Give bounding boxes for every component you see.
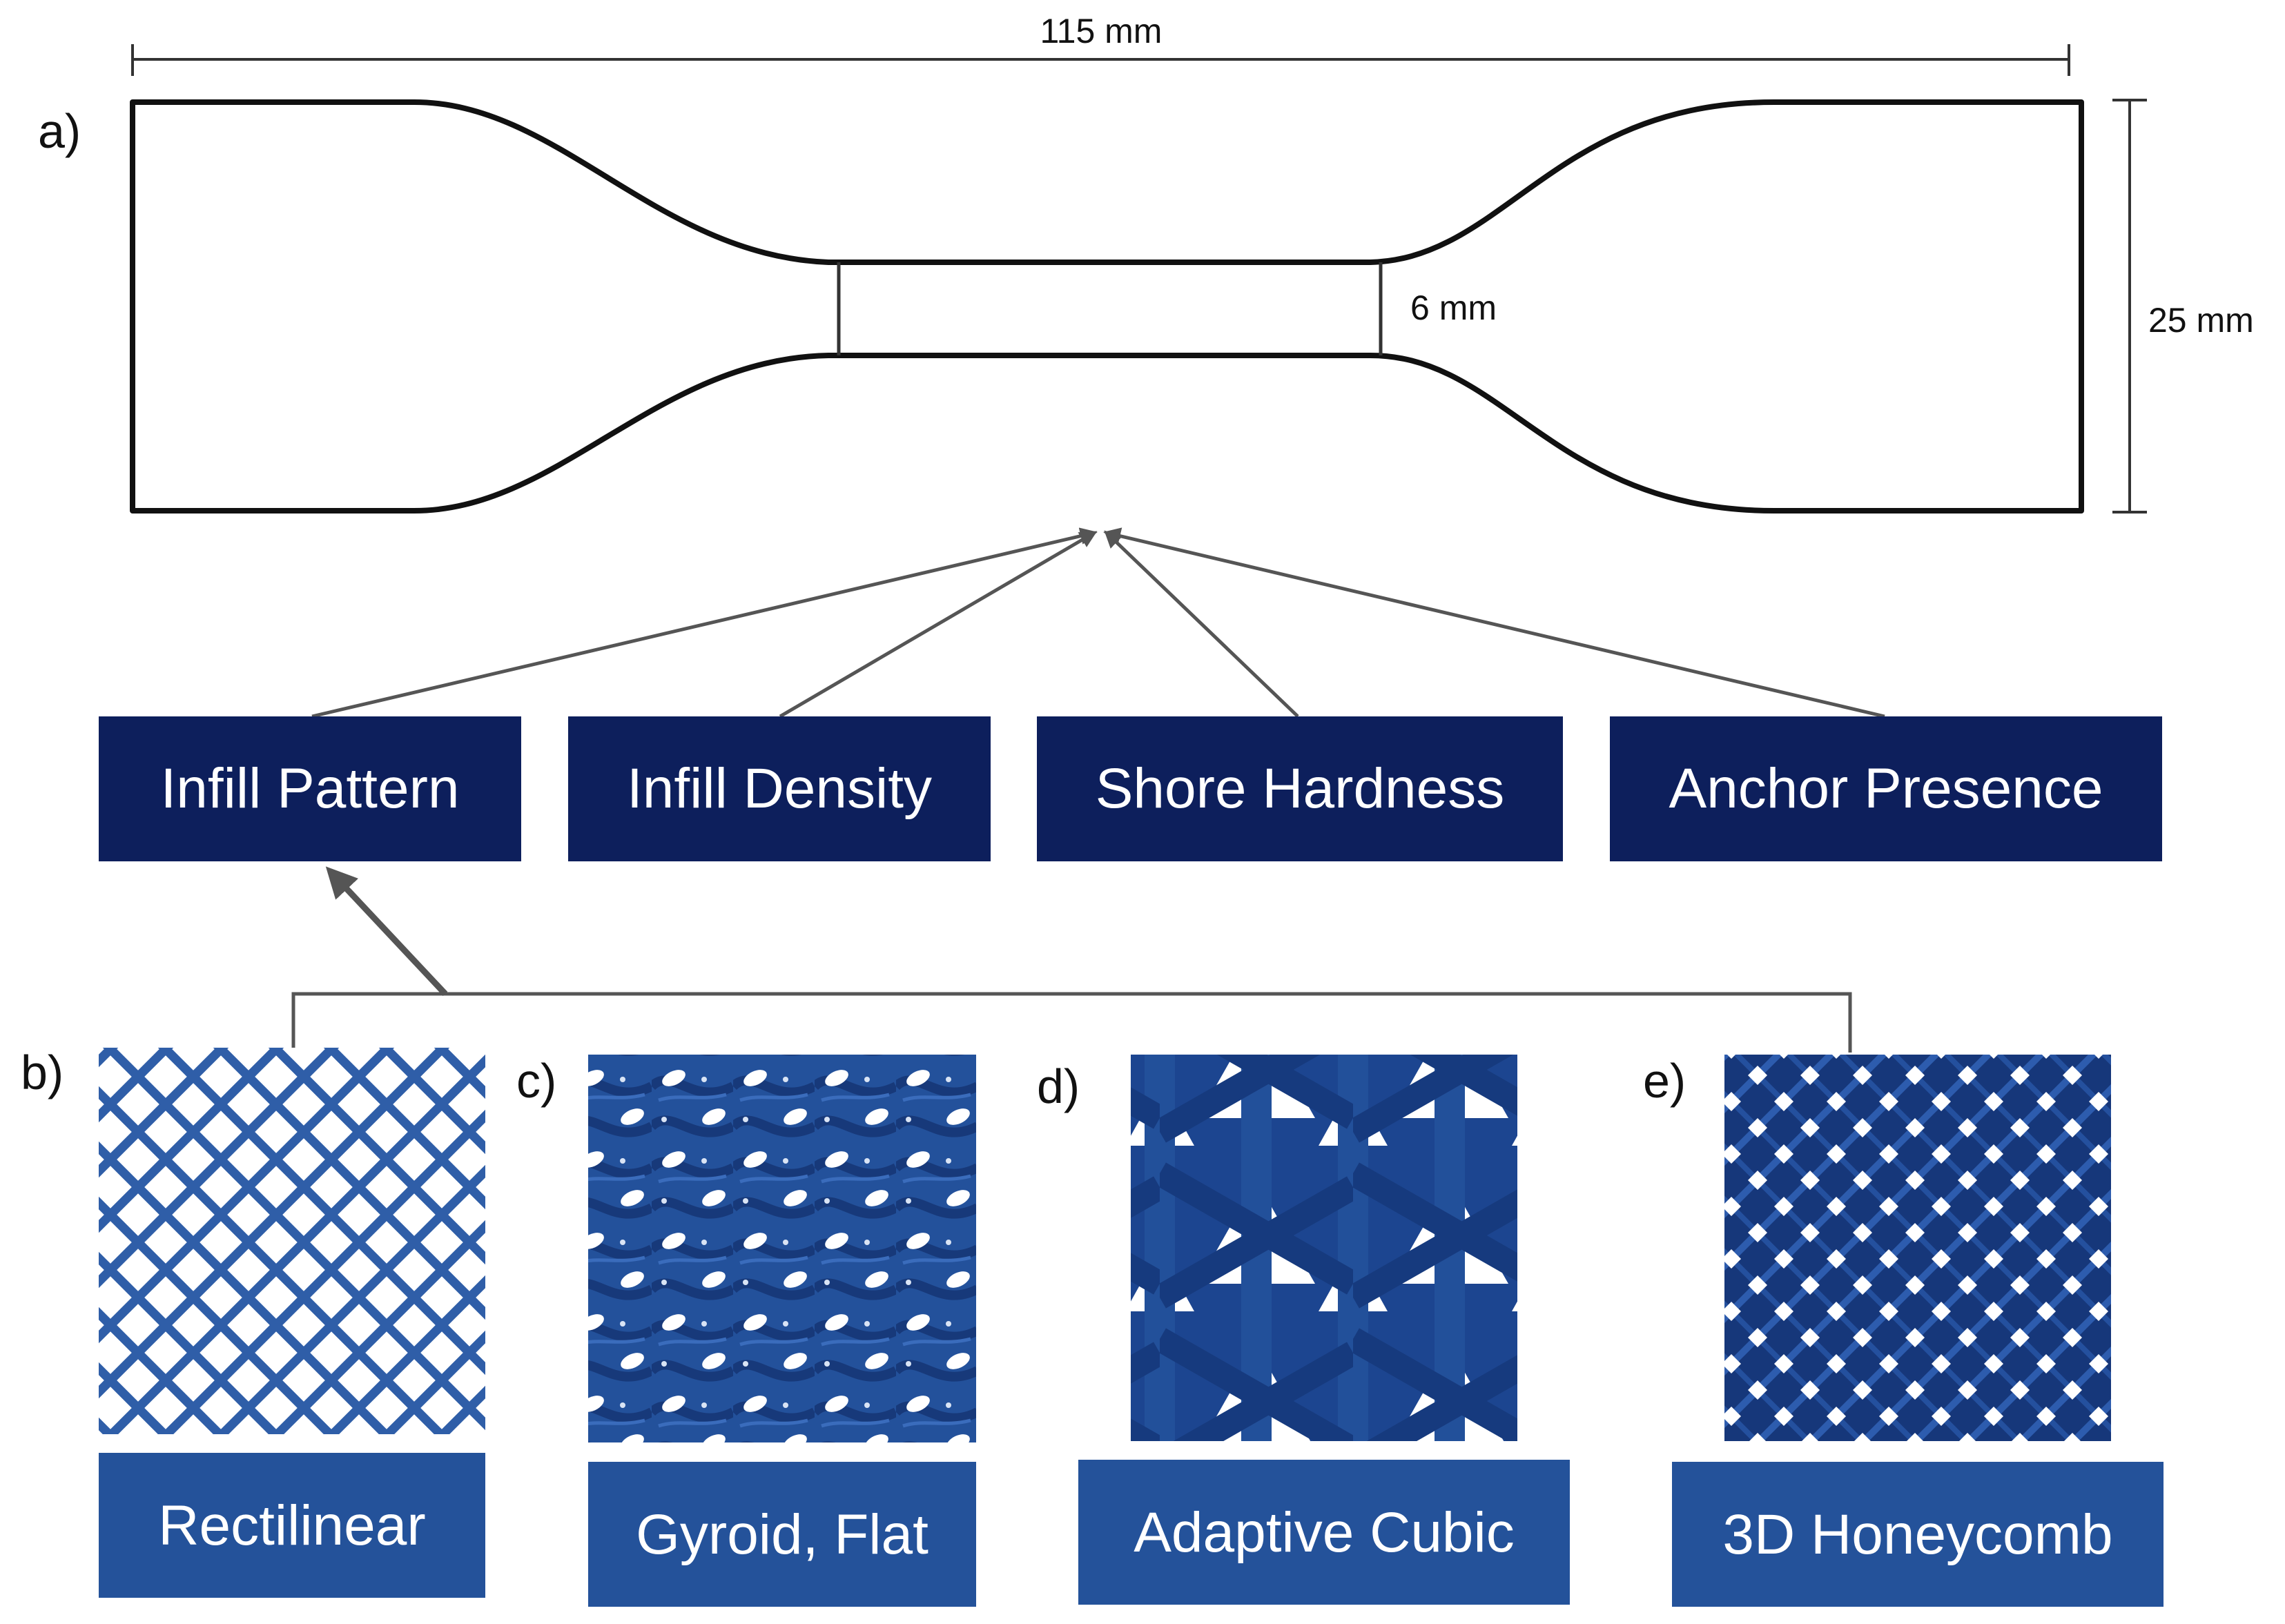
parameter-box-shore-hardness: Shore Hardness bbox=[1037, 716, 1563, 861]
pattern-box-rectilinear: Rectilinear bbox=[99, 1453, 485, 1598]
pattern-box-3d-honeycomb: 3D Honeycomb bbox=[1672, 1462, 2164, 1607]
parameter-arrows bbox=[311, 527, 1885, 718]
length-label: 115 mm bbox=[1040, 12, 1163, 50]
pattern-label: Adaptive Cubic bbox=[1134, 1501, 1515, 1564]
pattern-label: Rectilinear bbox=[158, 1494, 425, 1557]
parameter-label: Infill Pattern bbox=[161, 757, 460, 820]
parameter-box-infill-density: Infill Density bbox=[568, 716, 991, 861]
honeycomb-pattern-icon bbox=[1724, 1055, 2111, 1441]
parameter-label: Shore Hardness bbox=[1096, 757, 1505, 820]
panel-label-e: e) bbox=[1643, 1054, 1686, 1108]
height-label: 25 mm bbox=[2148, 301, 2254, 340]
pattern-label: 3D Honeycomb bbox=[1722, 1503, 2112, 1566]
panel-label-b: b) bbox=[21, 1046, 64, 1099]
pattern-label: Gyroid, Flat bbox=[636, 1503, 928, 1566]
neck-width-label: 6 mm bbox=[1410, 288, 1497, 327]
pattern-bracket bbox=[291, 866, 1852, 1053]
panel-label-c: c) bbox=[516, 1054, 556, 1108]
panel-label-d: d) bbox=[1037, 1059, 1080, 1113]
parameter-box-anchor-presence: Anchor Presence bbox=[1610, 716, 2162, 861]
height-dimension: 25 mm bbox=[2112, 99, 2254, 513]
rectilinear-pattern-icon bbox=[99, 1048, 485, 1434]
length-dimension: 115 mm bbox=[131, 12, 2070, 76]
parameter-label: Infill Density bbox=[627, 757, 932, 820]
pattern-box-gyroid-flat: Gyroid, Flat bbox=[588, 1462, 976, 1607]
adaptive-cubic-pattern-icon bbox=[1131, 1055, 1517, 1441]
gyroid-pattern-icon bbox=[588, 1055, 976, 1442]
parameter-box-infill-pattern: Infill Pattern bbox=[99, 716, 521, 861]
panel-label-a: a) bbox=[38, 104, 81, 158]
dogbone-specimen bbox=[130, 99, 2084, 513]
pattern-box-adaptive-cubic: Adaptive Cubic bbox=[1078, 1460, 1570, 1605]
parameter-label: Anchor Presence bbox=[1669, 757, 2103, 820]
